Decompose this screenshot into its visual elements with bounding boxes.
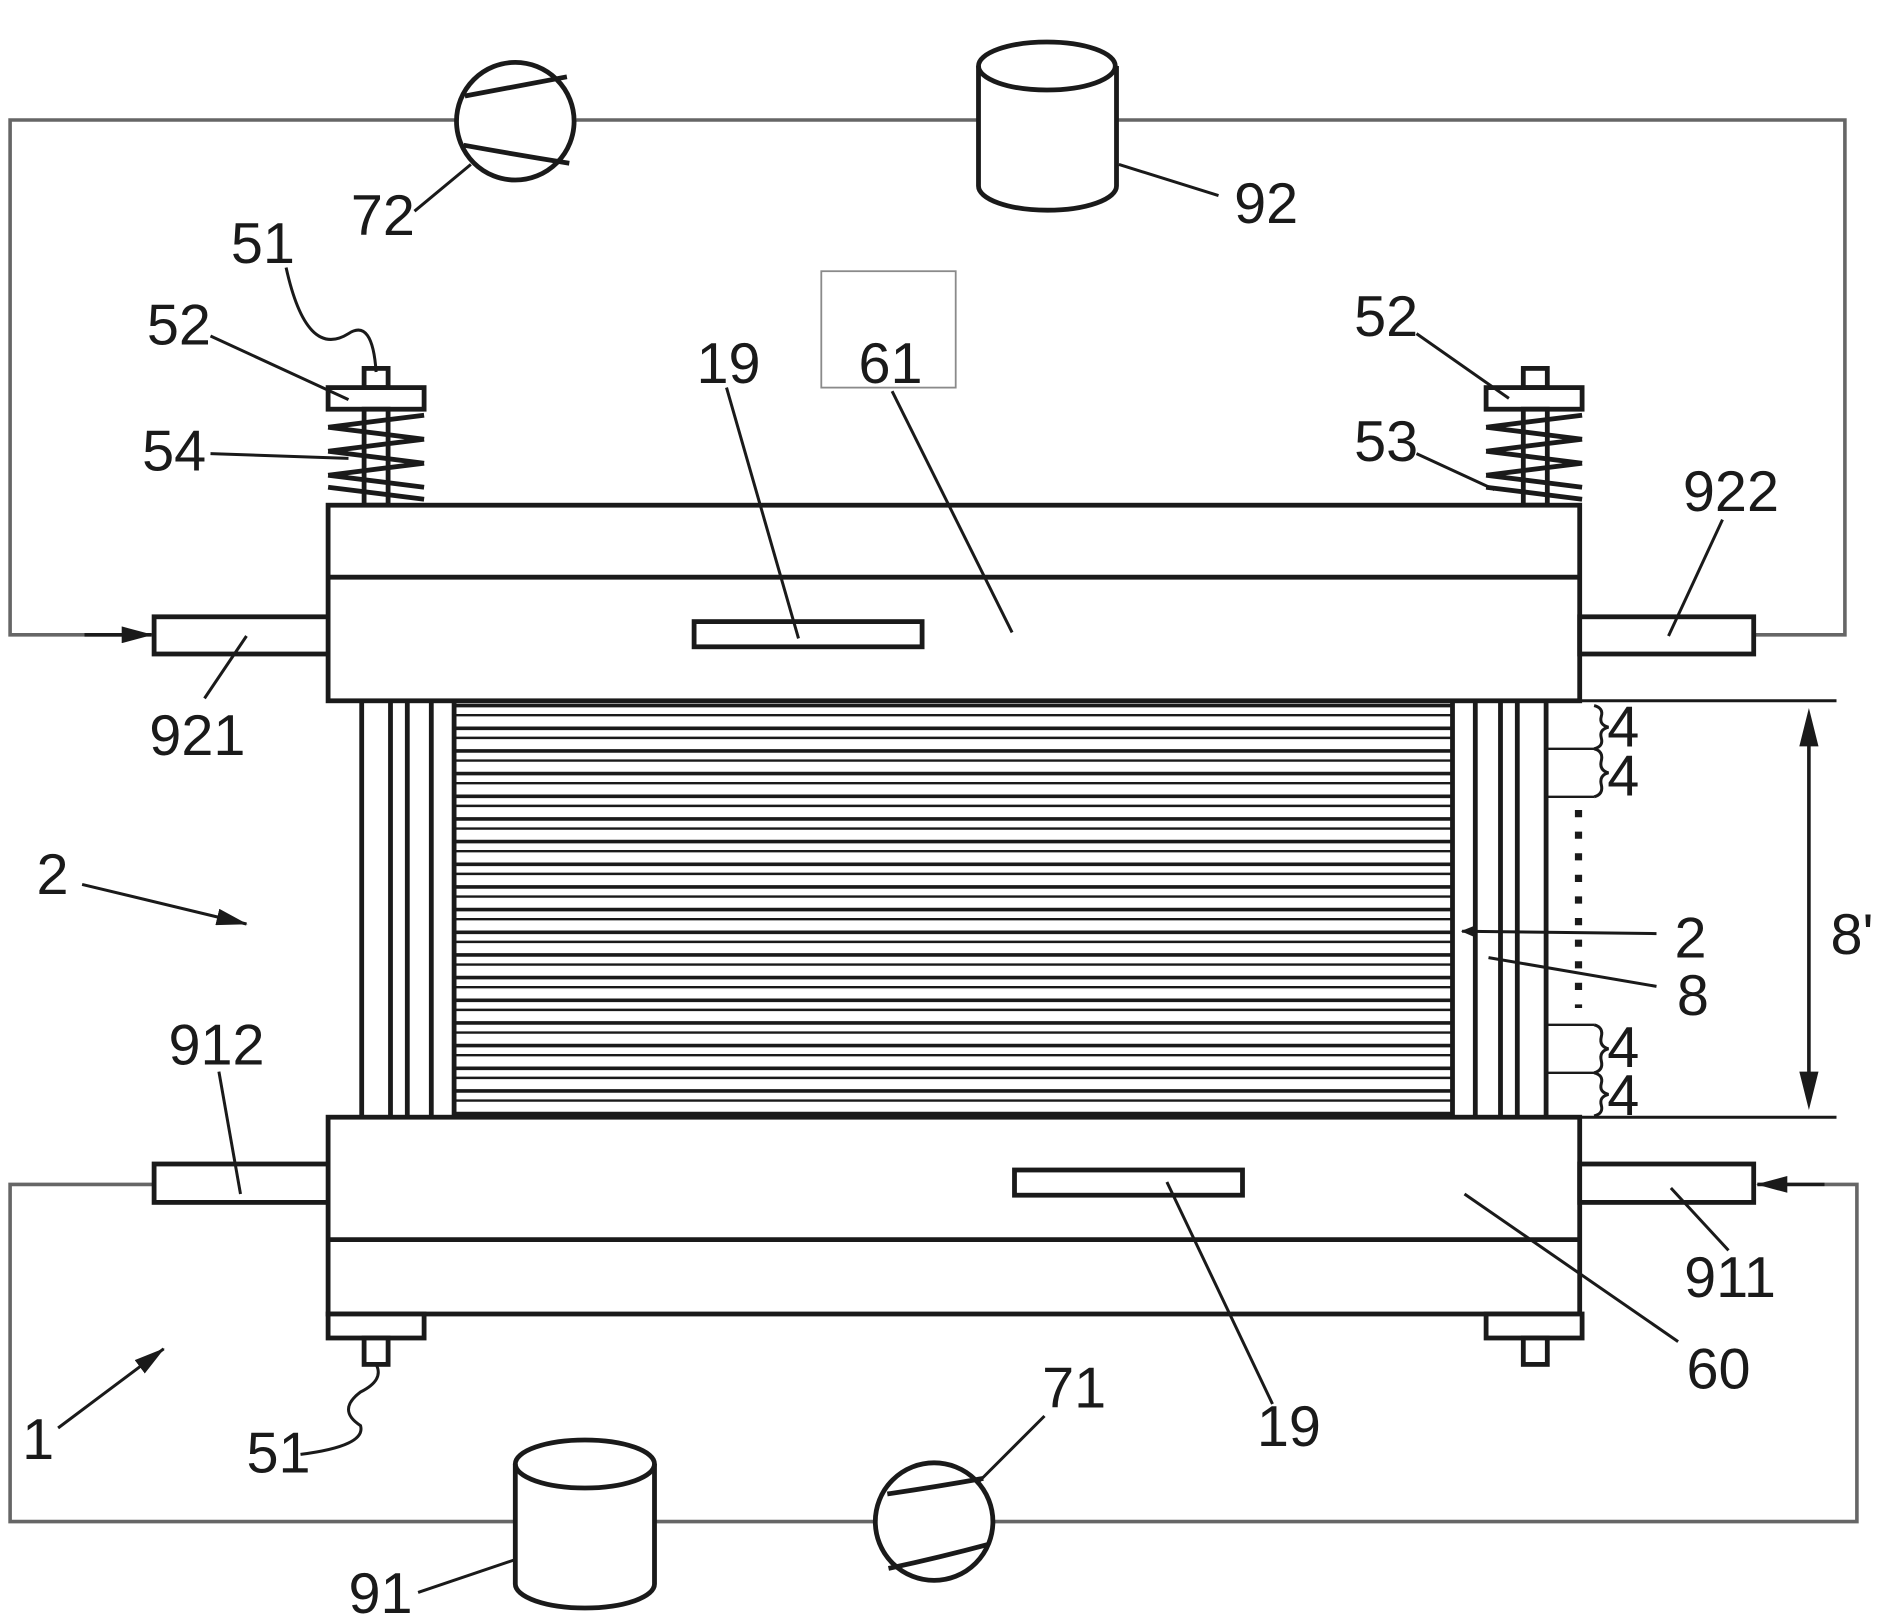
label-pump-lower: 71: [1042, 1357, 1106, 1421]
dimension-arrow-down: [1799, 1072, 1818, 1110]
port-pipe-922: [1580, 617, 1754, 654]
label-tank-lower: 91: [349, 1562, 413, 1620]
upper-end-plate: [328, 505, 1580, 701]
label-stack-right: 2: [1675, 907, 1707, 971]
label-nut-left: 52: [147, 293, 211, 357]
label-cell-b: 4: [1607, 745, 1639, 809]
label-port-912: 912: [169, 1013, 265, 1077]
pump-icon: [457, 62, 575, 180]
lower-sensor: [1015, 1170, 1243, 1195]
port-pipe-911: [1580, 1164, 1754, 1202]
label-port-911: 911: [1684, 1246, 1776, 1310]
bottom-bolt-right: [1486, 1314, 1582, 1364]
label-sensor-top: 19: [697, 332, 761, 396]
label-stack-left: 2: [37, 843, 69, 907]
label-pump-upper: 72: [351, 184, 415, 248]
label-spring-right: 53: [1354, 410, 1418, 474]
lower-end-plate: [328, 1117, 1580, 1314]
label-interconnect: 8: [1677, 964, 1709, 1028]
label-system: 1: [22, 1408, 54, 1472]
label-lower-end-plate: 60: [1687, 1337, 1751, 1401]
label-cell-d: 4: [1607, 1064, 1639, 1128]
upper-sensor: [694, 622, 922, 647]
pump-icon: [875, 1463, 993, 1581]
dimension-arrow-up: [1799, 708, 1818, 746]
label-port-921: 921: [149, 704, 245, 768]
label-tank-upper: 92: [1234, 172, 1298, 236]
tank-icon: [979, 42, 1117, 210]
port-pipe-912: [154, 1164, 328, 1202]
label-bolt-bottom-left: 51: [247, 1421, 311, 1485]
bottom-bolt-left: [328, 1314, 424, 1364]
port-pipe-921: [154, 617, 328, 654]
tank-icon: [515, 1440, 654, 1608]
label-bolt-top-left: 51: [231, 212, 295, 276]
label-upper-end-plate: 61: [859, 332, 923, 396]
label-port-922: 922: [1683, 460, 1779, 524]
label-nut-right: 52: [1354, 285, 1418, 349]
cell-stack: [362, 701, 1594, 1117]
label-stack-height: 8': [1831, 903, 1874, 967]
label-sensor-bottom: 19: [1257, 1395, 1321, 1459]
bolt-assembly-left: [328, 368, 424, 505]
bolt-assembly-right: [1486, 368, 1582, 505]
label-spring-left: 54: [142, 419, 206, 483]
